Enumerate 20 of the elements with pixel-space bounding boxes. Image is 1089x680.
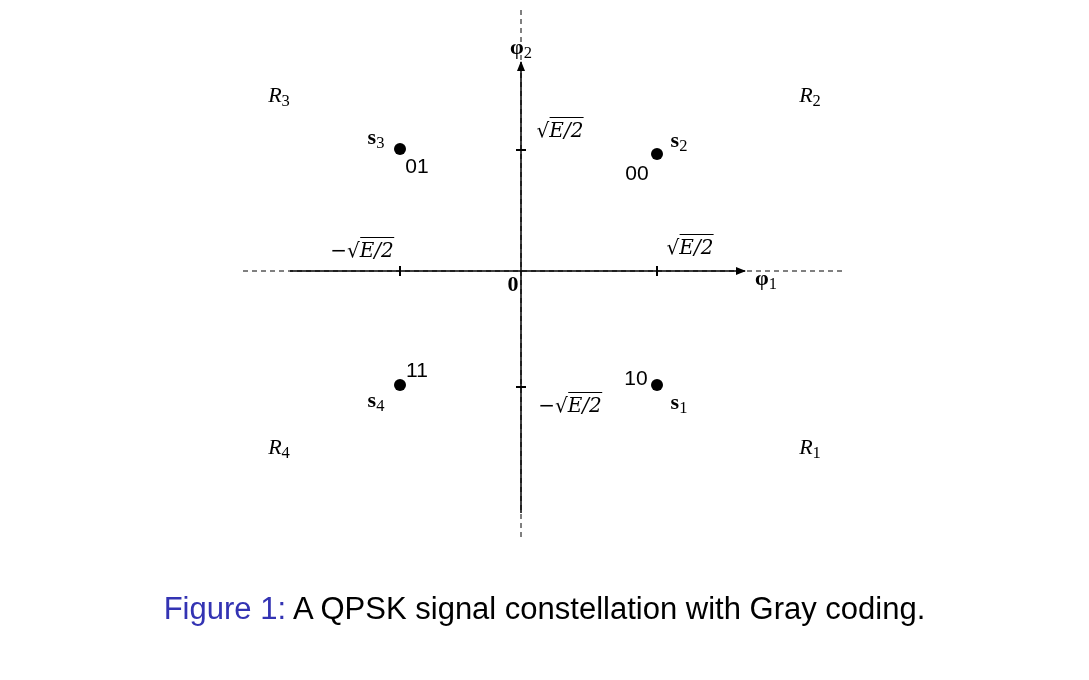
math-label: s$_{1}$: [670, 391, 688, 413]
math-label: √E/2: [666, 237, 714, 257]
math-label: √E/2: [536, 120, 584, 140]
math-label: φ$_{1}$: [755, 267, 777, 289]
bit-label: 00: [625, 161, 649, 183]
math-label: s$_{4}$: [367, 389, 385, 411]
math-label: s$_{2}$: [670, 129, 688, 151]
bit-label: 11: [406, 358, 428, 380]
math-label: 0: [507, 273, 519, 295]
math-label: −√E/2: [538, 395, 602, 415]
math-label: s$_{3}$: [367, 126, 385, 148]
math-label: R$_{4}$: [268, 436, 290, 458]
bit-label: 10: [624, 366, 648, 388]
math-label: R$_{3}$: [268, 84, 290, 106]
math-label: φ$_{2}$: [510, 36, 532, 58]
figure-caption: Figure 1: A QPSK signal constellation with Gray coding.: [162, 590, 927, 628]
bit-label: 01: [405, 154, 429, 176]
math-label: R$_{2}$: [799, 84, 821, 106]
math-label: −√E/2: [330, 240, 394, 260]
math-label: R$_{1}$: [799, 436, 821, 458]
